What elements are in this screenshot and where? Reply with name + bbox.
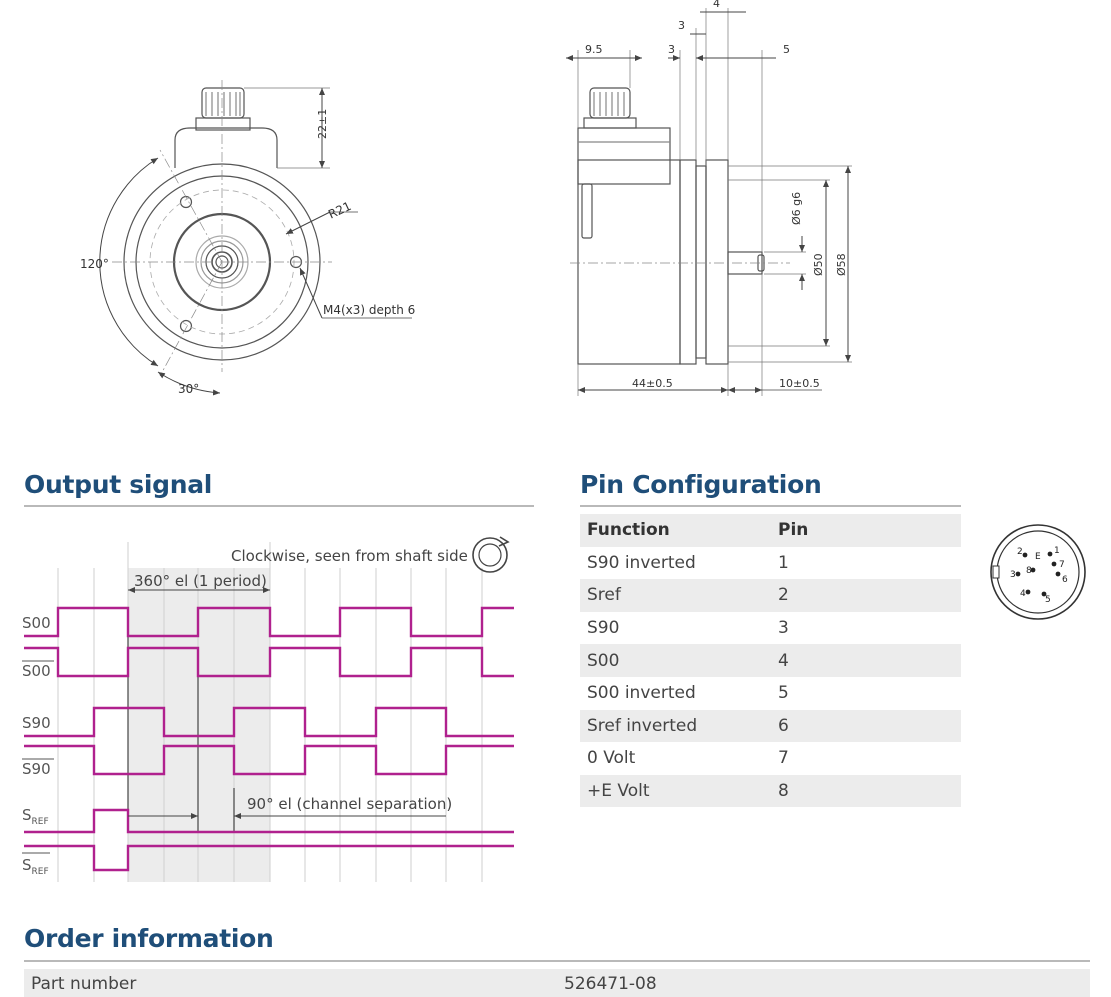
part-number-value: 526471-08: [564, 974, 657, 994]
row-pin: 7: [778, 748, 789, 769]
row-pin: 4: [778, 644, 961, 677]
dim-angle-120: 120°: [80, 257, 109, 271]
dim-top-3a: 3: [678, 19, 685, 32]
dim-top-4: 4: [713, 0, 720, 10]
row-pin: 8: [778, 774, 961, 808]
row-function: Sref inverted: [580, 709, 778, 743]
technical-drawing: 22±1 R21 120° 30° M4(x3) depth 6: [80, 0, 852, 396]
row-function: +E Volt: [580, 774, 778, 808]
dim-shaft-diameter: Ø6 g6: [790, 192, 803, 225]
separation-label: 90° el (channel separation): [247, 795, 452, 813]
row-function: S00: [580, 644, 778, 677]
dim-length: 44±0.5: [632, 377, 673, 390]
signal-label-s00-inverted: S00: [22, 662, 51, 680]
connector-pinout-icon: 2 E 1 7 3 8 6 4 5: [990, 524, 1086, 620]
part-number-label: Part number: [31, 974, 137, 994]
table-row: S90 3: [580, 612, 961, 645]
wave-sref-inverted: [24, 844, 514, 872]
row-pin: 1: [778, 552, 789, 573]
dim-mount-holes: M4(x3) depth 6: [323, 303, 415, 317]
row-function: S90: [587, 618, 620, 639]
rotation-note: Clockwise, seen from shaft side: [231, 547, 468, 565]
pin-label: 8: [1026, 566, 1032, 576]
pin-label: 7: [1059, 560, 1065, 570]
table-row: S00 inverted 5: [580, 677, 961, 710]
dim-angle-30: 30°: [178, 382, 199, 396]
signal-label-s00: S00: [22, 614, 51, 632]
side-view: [566, 8, 852, 396]
row-pin: 5: [778, 683, 789, 704]
wave-s90: [24, 706, 514, 738]
pin-label: 5: [1045, 595, 1051, 605]
order-row-part-number: Part number 526471-08: [24, 969, 1090, 997]
header-pin: Pin: [778, 514, 961, 547]
table-row: S90 inverted 1: [580, 547, 961, 580]
wave-s90-inverted: [24, 744, 514, 776]
dim-radius: R21: [326, 199, 353, 222]
pin-label: 4: [1020, 589, 1026, 599]
row-pin: 6: [778, 709, 961, 743]
waveforms: [24, 606, 514, 872]
wave-s00: [24, 606, 514, 638]
period-label: 360° el (1 period): [134, 572, 267, 590]
row-function: 0 Volt: [587, 748, 636, 769]
table-row: 0 Volt 7: [580, 742, 961, 775]
signal-label-s90: S90: [22, 714, 51, 732]
signal-label-sref-inverted: SREF: [22, 856, 49, 877]
dim-flange-diameter: Ø58: [835, 253, 848, 276]
wave-s00-inverted: [24, 646, 514, 678]
pin-config-rule: [580, 505, 961, 507]
pin-label: 2: [1017, 547, 1023, 557]
row-pin: 2: [778, 579, 961, 612]
pin-label: 3: [1010, 570, 1016, 580]
output-signal-title: Output signal: [24, 470, 213, 499]
dim-top-3b: 3: [668, 43, 675, 56]
pin-table-header: Function Pin: [580, 514, 961, 547]
order-info-rule: [24, 960, 1090, 962]
dim-top-5: 5: [783, 43, 790, 56]
row-pin: 3: [778, 618, 789, 639]
dim-spigot-diameter: Ø50: [812, 253, 825, 276]
signal-label-s90-inverted: S90: [22, 760, 51, 778]
pin-label: E: [1035, 552, 1041, 562]
timing-diagram: Clockwise, seen from shaft side 360° el …: [22, 536, 514, 882]
header-function: Function: [580, 514, 778, 547]
clockwise-icon: [472, 536, 510, 573]
signal-label-sref: SREF: [22, 806, 49, 827]
dim-connector-height: 22±1: [316, 109, 329, 139]
dim-shaft-length: 10±0.5: [779, 377, 820, 390]
row-function: S00 inverted: [587, 683, 696, 704]
output-signal-rule: [24, 505, 534, 507]
dim-top-9-5: 9.5: [585, 43, 603, 56]
pin-label: 1: [1054, 546, 1060, 556]
wave-sref: [24, 808, 514, 834]
pin-label: 6: [1062, 575, 1068, 585]
order-info-title: Order information: [24, 924, 274, 953]
front-view: [99, 80, 412, 396]
pin-config-title: Pin Configuration: [580, 470, 822, 499]
row-function: S90 inverted: [587, 552, 696, 573]
row-function: Sref: [580, 579, 778, 612]
